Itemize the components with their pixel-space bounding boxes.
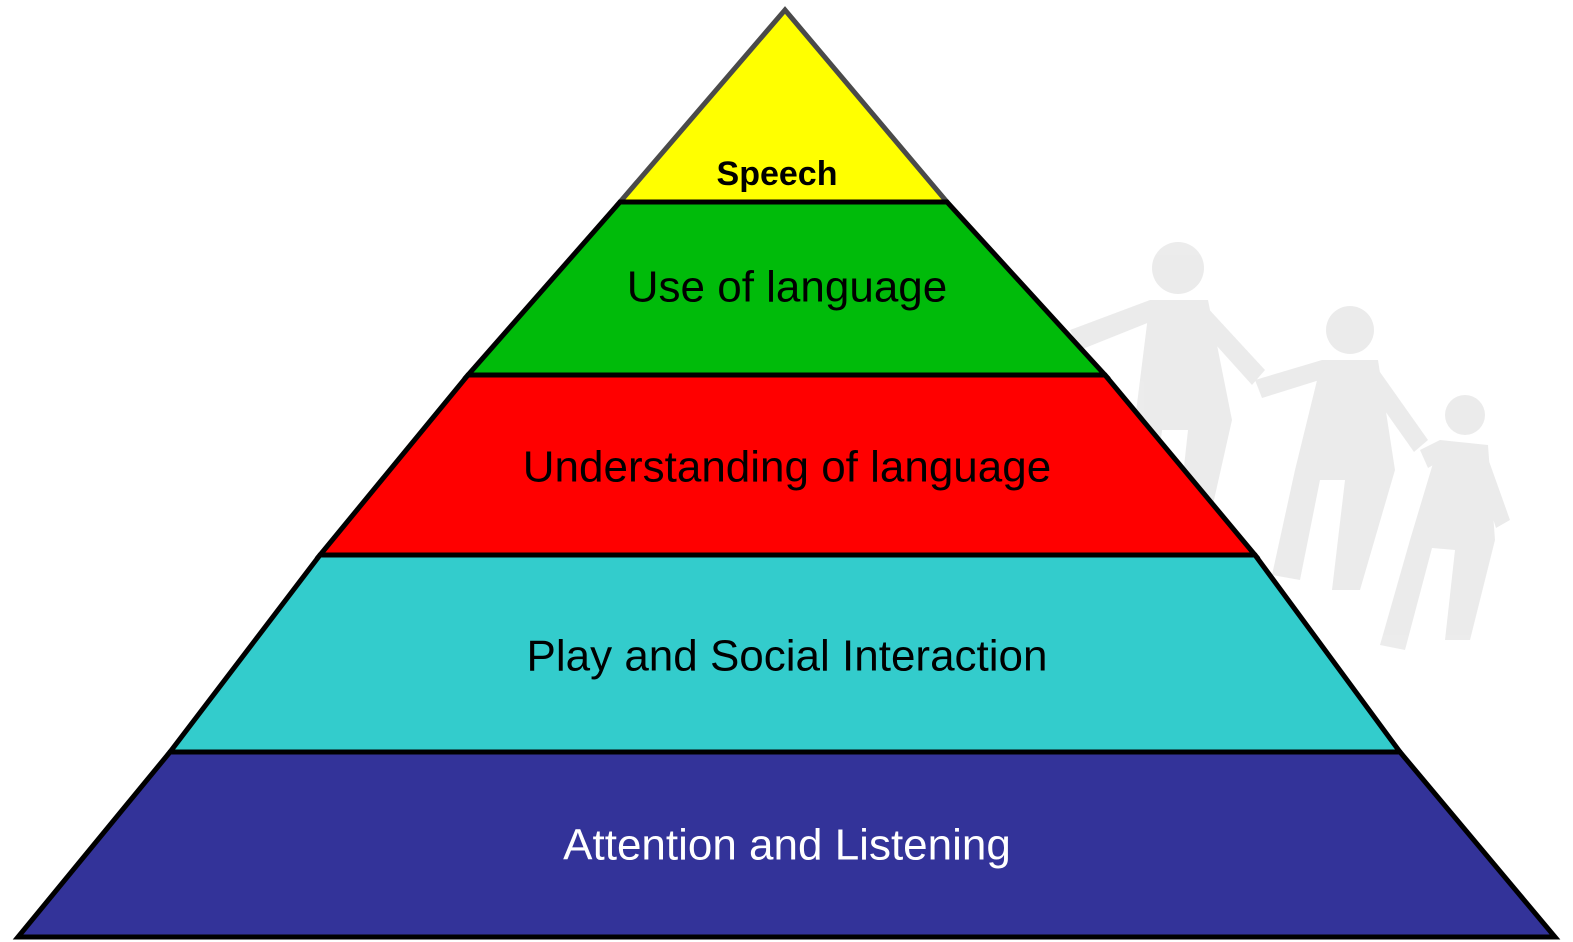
person-arm bbox=[1198, 305, 1265, 385]
pyramid-label-attention-and-listening: Attention and Listening bbox=[563, 821, 1011, 870]
pyramid-levels: Speech Use of language Understanding of … bbox=[12, 6, 1561, 940]
person-head bbox=[1445, 395, 1485, 435]
person-body bbox=[1272, 360, 1395, 590]
person-head bbox=[1326, 306, 1374, 354]
person-body bbox=[1380, 440, 1495, 650]
pyramid-label-understanding-of-language: Understanding of language bbox=[523, 443, 1051, 492]
person-arm bbox=[1366, 365, 1428, 452]
pyramid-label-speech: Speech bbox=[717, 155, 838, 193]
person-arm bbox=[1255, 360, 1326, 398]
person-head bbox=[1152, 242, 1204, 294]
pyramid-level-attention-and-listening bbox=[12, 749, 1561, 940]
person-arm bbox=[1420, 440, 1445, 468]
paper-chain-people-illustration bbox=[1070, 242, 1510, 650]
person-arm bbox=[1070, 300, 1155, 350]
person-arm bbox=[1474, 450, 1510, 528]
pyramid-label-play-and-social-interaction: Play and Social Interaction bbox=[527, 632, 1048, 681]
pyramid-label-use-of-language: Use of language bbox=[627, 263, 947, 312]
